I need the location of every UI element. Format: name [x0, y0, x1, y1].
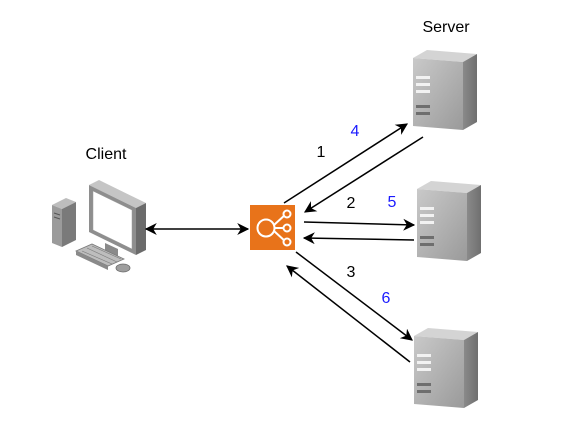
- request-arrow-top: [283, 123, 409, 204]
- desktop-computer-icon: [52, 180, 146, 273]
- step-label-2: 2: [347, 195, 356, 212]
- step-label-5: 5: [388, 194, 397, 211]
- step-label-6: 6: [382, 290, 391, 307]
- step-label-3: 3: [347, 264, 356, 281]
- server-middle-icon: [417, 181, 481, 261]
- server-top-icon: [413, 50, 477, 130]
- step-label-4: 4: [351, 123, 360, 140]
- request-arrow-middle: [303, 218, 416, 231]
- response-arrow-bottom: [286, 265, 411, 363]
- load-balancer-icon: [250, 205, 295, 250]
- request-arrow-bottom: [295, 251, 413, 341]
- server-label: Server: [422, 19, 470, 36]
- client-label: Client: [86, 146, 127, 163]
- server-bottom-icon: [414, 328, 478, 408]
- step-label-1: 1: [317, 144, 326, 161]
- response-arrow-middle: [302, 232, 415, 245]
- response-arrow-top: [303, 136, 424, 213]
